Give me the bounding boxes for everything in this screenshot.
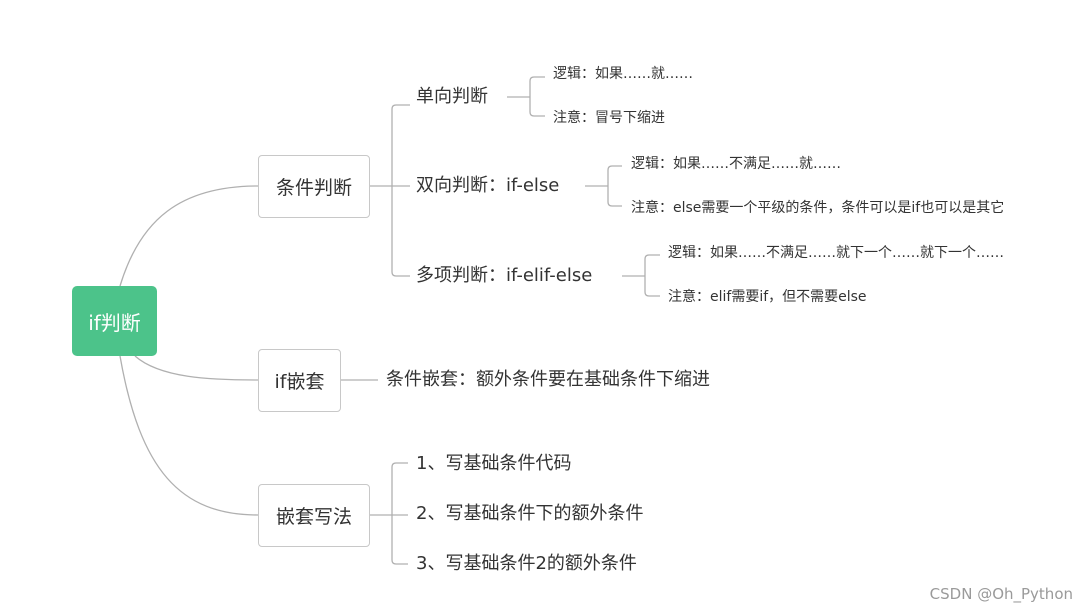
connector-single-notes: [507, 76, 545, 117]
watermark: CSDN @Oh_Python: [929, 585, 1073, 603]
node-nesting-style-label: 嵌套写法: [275, 506, 352, 528]
node-if-nesting-label: if嵌套: [274, 371, 325, 393]
root-label: if判断: [88, 310, 141, 335]
node-step-1[interactable]: 1、写基础条件代码: [416, 453, 572, 474]
note-multi-logic[interactable]: 逻辑：如果……不满足……就下一个……就下一个……: [668, 245, 1004, 261]
connector-double-notes: [585, 165, 622, 207]
node-double-judgment[interactable]: 双向判断：if-else: [416, 175, 560, 196]
node-condition-judgment-label: 条件判断: [275, 177, 352, 199]
node-step-3[interactable]: 3、写基础条件2的额外条件: [416, 553, 637, 574]
connector-root-to-nesting: [134, 355, 259, 381]
node-multi-judgment[interactable]: 多项判断：if-elif-else: [416, 265, 593, 286]
root-node[interactable]: if判断: [72, 286, 157, 356]
node-step-2[interactable]: 2、写基础条件下的额外条件: [416, 503, 644, 524]
note-double-attention[interactable]: 注意：else需要一个平级的条件，条件可以是if也可以是其它: [631, 200, 1005, 216]
note-multi-attention[interactable]: 注意：elif需要if，但不需要else: [668, 289, 867, 305]
note-double-logic[interactable]: 逻辑：如果……不满足……就……: [631, 156, 841, 172]
node-condition-judgment[interactable]: 条件判断: [258, 155, 370, 218]
note-single-logic[interactable]: 逻辑：如果……就……: [553, 66, 693, 82]
connector-root-to-condition: [119, 185, 259, 287]
connector-root-to-nesting-style: [119, 355, 259, 516]
node-if-nesting[interactable]: if嵌套: [258, 349, 341, 412]
connector-nesting-style-trunk: [369, 462, 408, 565]
node-nesting-style[interactable]: 嵌套写法: [258, 484, 370, 547]
note-single-attention[interactable]: 注意：冒号下缩进: [553, 110, 665, 126]
connector-condition-trunk: [369, 104, 410, 277]
connector-multi-notes: [622, 254, 660, 297]
node-single-judgment[interactable]: 单向判断: [416, 86, 488, 107]
node-condition-nesting[interactable]: 条件嵌套：额外条件要在基础条件下缩进: [386, 369, 710, 390]
